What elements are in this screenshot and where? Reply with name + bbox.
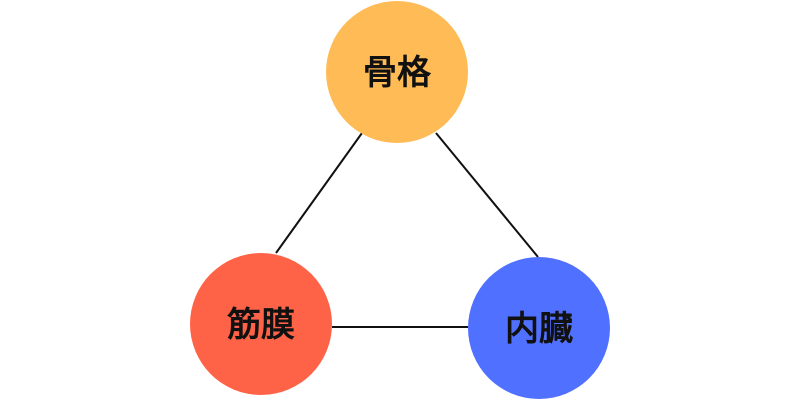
- node-skeleton-label: 骨格: [363, 53, 432, 93]
- node-skeleton: 骨格: [326, 1, 468, 143]
- node-organs: 内臓: [468, 257, 610, 399]
- node-fascia-circle: [190, 253, 332, 395]
- node-fascia-label: 筋膜: [227, 305, 295, 345]
- node-fascia: 筋膜: [190, 253, 332, 395]
- edge-skeleton-fascia: [275, 132, 363, 254]
- node-organs-circle: [468, 257, 610, 399]
- node-skeleton-circle: [326, 1, 468, 143]
- node-organs-label: 内臓: [505, 309, 573, 349]
- edge-skeleton-organs: [435, 132, 539, 258]
